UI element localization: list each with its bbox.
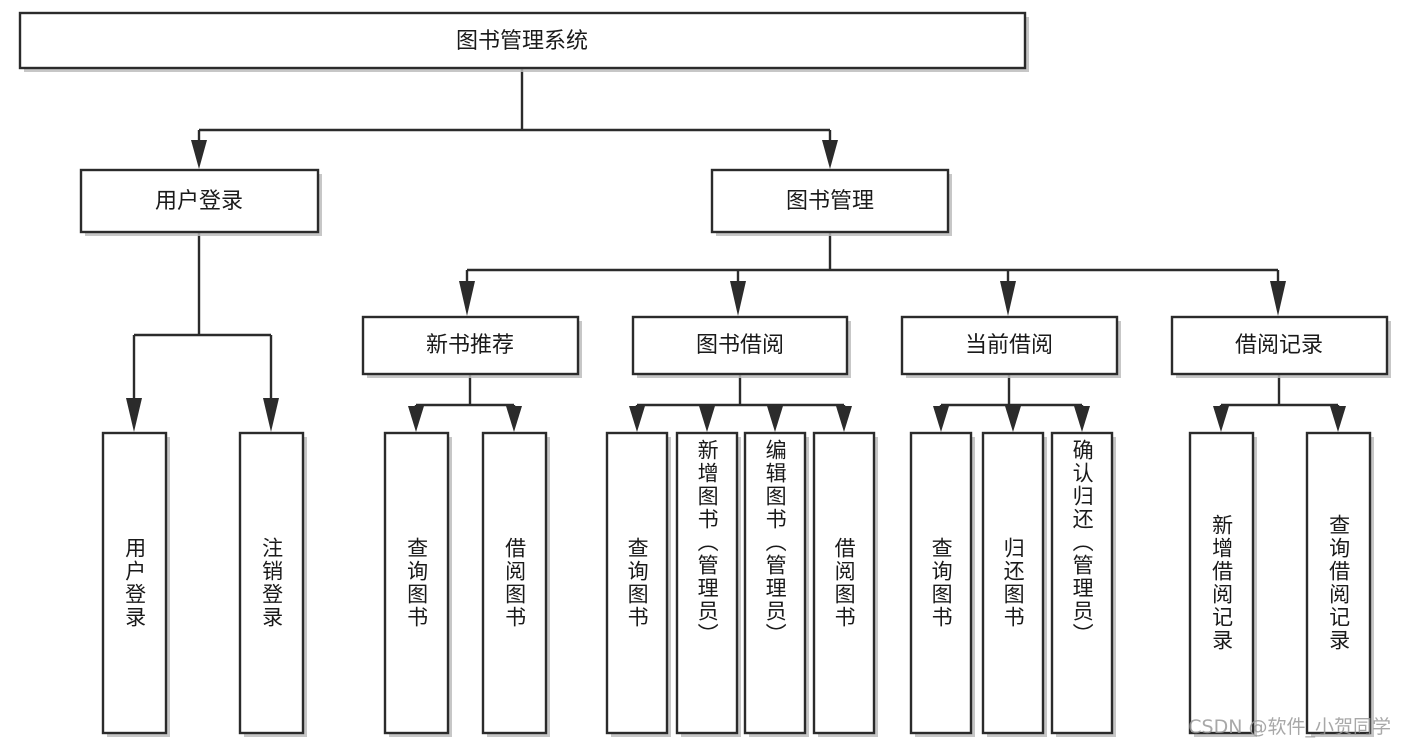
leaf-node-user-logout[interactable] [238,431,307,737]
arrow-head-new-book-recommend [459,281,475,316]
node-new-book-recommend[interactable]: 新书推荐 [361,315,582,378]
arrow-head-leaf-return-book [1005,406,1021,432]
connector-group-book-borrow [629,374,852,432]
node-book-borrow-box[interactable] [631,315,849,376]
arrow-head-leaf-user-logout [263,398,279,432]
leaf-borrow-book-1-box[interactable] [481,431,548,735]
arrow-head-leaf-query-book-1 [408,406,424,432]
node-book-manage-box[interactable] [710,168,950,234]
leaf-add-borrow-record-box[interactable] [1188,431,1255,735]
leaf-confirm-return-box[interactable] [1050,431,1114,735]
node-book-borrow[interactable]: 图书借阅 [631,315,851,378]
arrow-head-leaf-query-book-3 [933,406,949,432]
node-root[interactable]: 图书管理系统 [18,11,1029,72]
leaf-user-logout-box[interactable] [238,431,305,735]
arrow-head-leaf-add-book [699,406,715,432]
leaf-node-query-book-3[interactable] [909,431,975,737]
node-current-borrow[interactable]: 当前借阅 [900,315,1121,378]
arrow-head-book-manage [822,140,838,169]
arrow-head-leaf-borrow-book-1 [506,406,522,432]
leaf-node-confirm-return[interactable] [1050,431,1116,737]
leaf-node-query-borrow-record[interactable] [1305,431,1374,737]
arrow-head-current-borrow [1000,281,1016,316]
leaf-node-borrow-book-1[interactable] [481,431,550,737]
leaf-node-add-book[interactable] [675,431,741,737]
connector-group-borrow-record [1213,374,1346,432]
node-current-borrow-label: 当前借阅 [965,333,1053,358]
leaf-node-return-book[interactable] [981,431,1047,737]
leaf-add-book-box[interactable] [675,431,739,735]
connector-group-book-manage [459,232,1286,316]
leaf-node-add-borrow-record[interactable] [1188,431,1257,737]
leaf-node-query-book-2[interactable] [605,431,671,737]
leaf-borrow-book-2-box[interactable] [812,431,876,735]
node-user-login-box[interactable] [79,168,320,234]
node-current-borrow-box[interactable] [900,315,1119,376]
csdn-watermark: CSDN @软件_小贺同学 [1188,716,1391,738]
node-book-borrow-label: 图书借阅 [696,333,784,358]
node-book-manage-label: 图书管理 [786,189,874,214]
node-borrow-record-box[interactable] [1170,315,1389,376]
arrow-head-leaf-borrow-book-2 [836,406,852,432]
connector-group-new-book-recommend [408,374,522,432]
leaf-query-book-2-box[interactable] [605,431,669,735]
arrow-head-leaf-query-book-2 [629,406,645,432]
node-new-book-recommend-box[interactable] [361,315,580,376]
node-new-book-recommend-label: 新书推荐 [426,333,514,358]
arrow-head-leaf-user-login [126,398,142,432]
leaf-edit-book-box[interactable] [743,431,807,735]
leaf-node-query-book-1[interactable] [383,431,452,737]
leaf-user-login-box[interactable] [101,431,168,735]
node-borrow-record[interactable]: 借阅记录 [1170,315,1391,378]
node-borrow-record-label: 借阅记录 [1235,333,1323,358]
node-root-label: 图书管理系统 [456,29,588,54]
connector-group-user-login [126,232,279,432]
arrow-head-borrow-record [1270,281,1286,316]
arrow-head-book-borrow [730,281,746,316]
leaf-node-borrow-book-2[interactable] [812,431,878,737]
leaf-query-book-1-box[interactable] [383,431,450,735]
arrow-head-leaf-confirm-return [1074,406,1090,432]
arrow-head-user-login [191,140,207,169]
connector-group-root [191,68,838,169]
node-book-manage[interactable]: 图书管理 [710,168,952,236]
arrow-head-leaf-edit-book [767,406,783,432]
node-root-box[interactable] [18,11,1027,70]
leaf-node-edit-book[interactable] [743,431,809,737]
leaf-query-book-3-box[interactable] [909,431,973,735]
node-user-login-label: 用户登录 [155,189,243,214]
arrow-head-leaf-query-borrow-record [1330,406,1346,432]
leaf-return-book-box[interactable] [981,431,1045,735]
arrow-head-leaf-add-borrow-record [1213,406,1229,432]
node-user-login[interactable]: 用户登录 [79,168,322,236]
leaf-node-user-login[interactable] [101,431,170,737]
connector-group-current-borrow [933,374,1090,432]
leaf-query-borrow-record-box[interactable] [1305,431,1372,735]
